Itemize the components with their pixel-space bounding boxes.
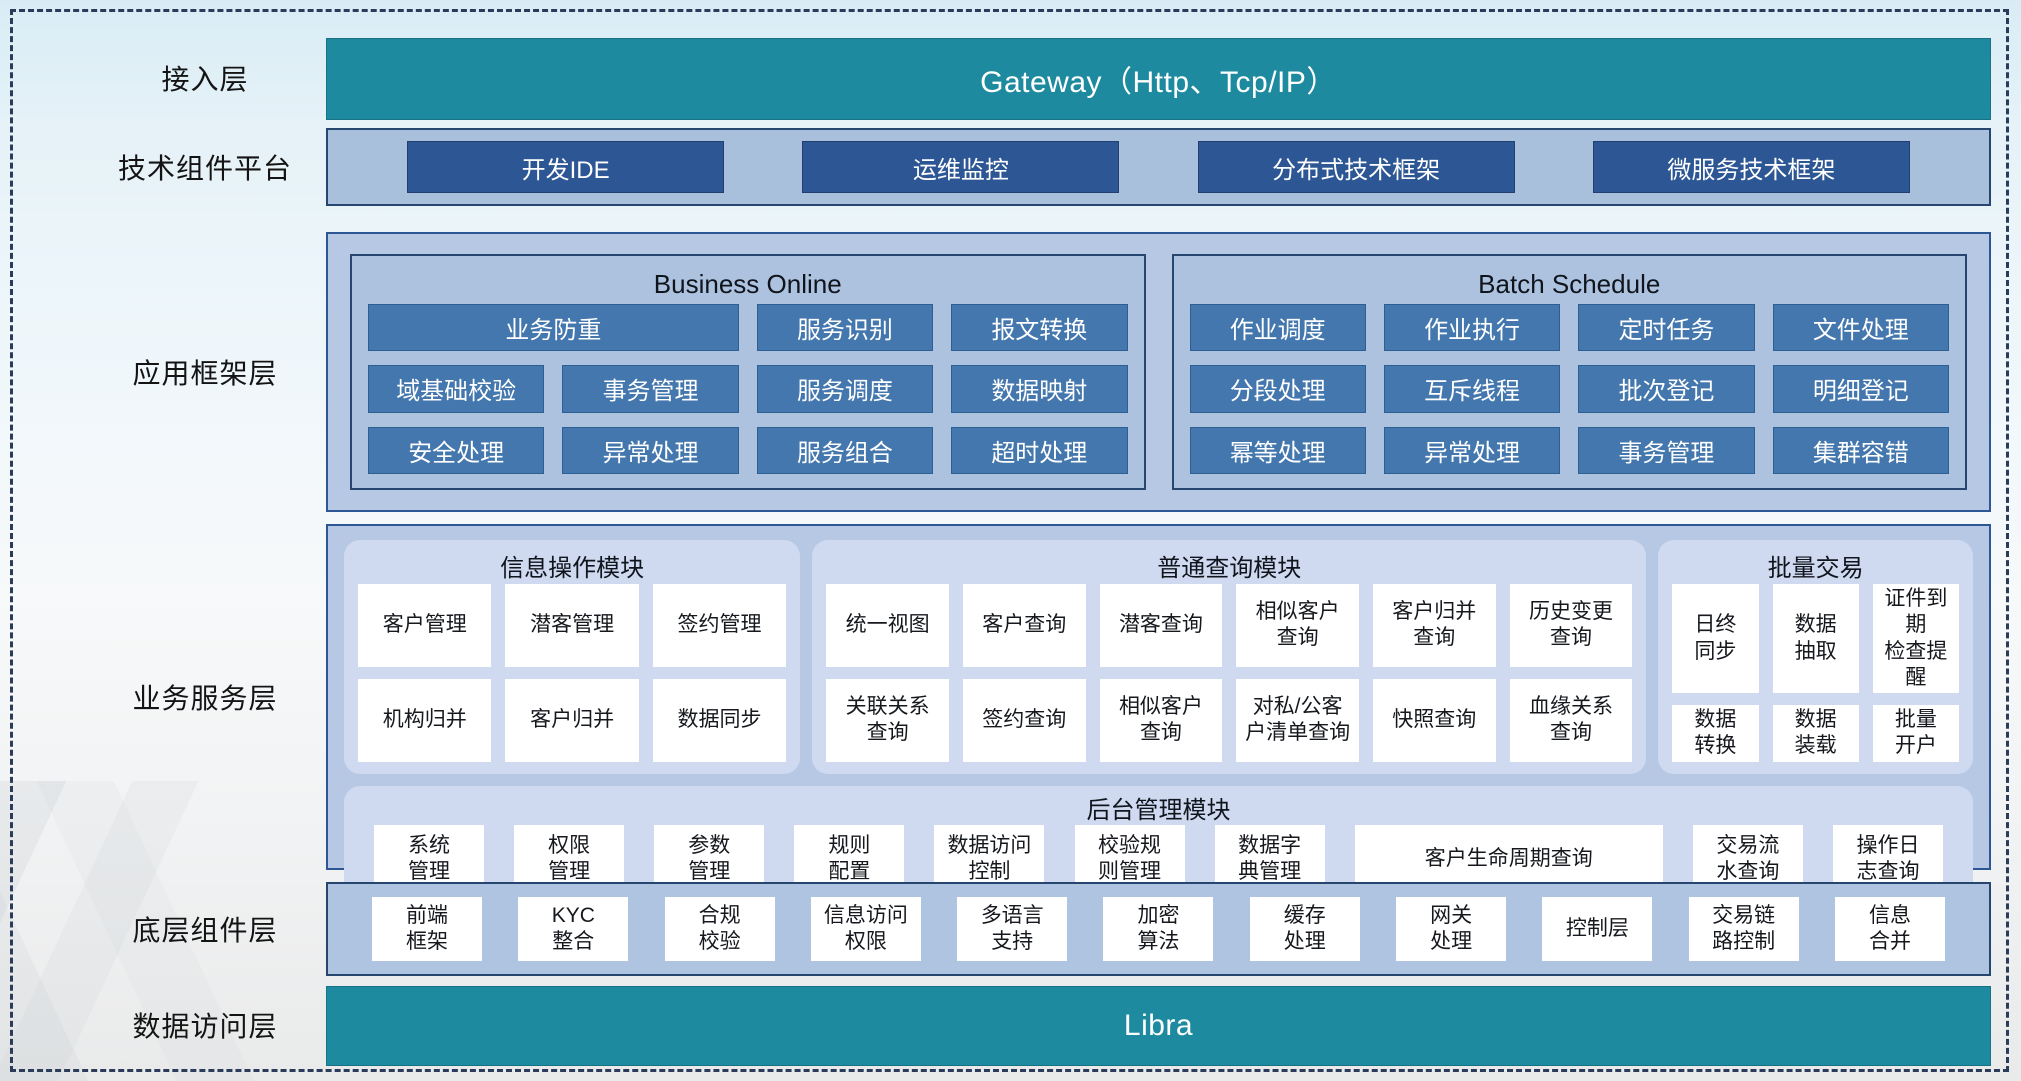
module-box: 报文转换 (951, 304, 1128, 352)
base-component-box: 控制层 (1542, 897, 1653, 961)
layer-row-app-framework: 应用框架层 Business Online 业务防重服务识别报文转换域基础校验事… (20, 232, 1991, 512)
module-box: 定时任务 (1578, 304, 1755, 352)
business-panels-row: 信息操作模块 客户管理潜客管理签约管理机构归并客户归并数据同步 普通查询模块 统… (344, 540, 1973, 774)
gateway-bar: Gateway（Http、Tcp/IP） (326, 38, 1991, 120)
base-components-label: 底层组件层 (132, 915, 278, 946)
info-operations-grid: 客户管理潜客管理签约管理机构归并客户归并数据同步 (358, 584, 787, 762)
service-box: 统一视图 (826, 584, 949, 667)
base-component-box: 多语言 支持 (957, 897, 1068, 961)
layer-row-base-components: 底层组件层 前端 框架 KYC 整合合规 校验信息访问 权限多语言 支持加密 算法… (20, 882, 1991, 976)
section-title: Batch Schedule (1478, 268, 1661, 299)
gateway-title: Gateway（Http、Tcp/IP） (980, 66, 1337, 99)
service-box: 客户归并 (505, 678, 639, 762)
business-service-bar: 信息操作模块 客户管理潜客管理签约管理机构归并客户归并数据同步 普通查询模块 统… (326, 524, 1991, 904)
panel-title: 信息操作模块 (500, 554, 645, 582)
module-box: 作业执行 (1383, 304, 1561, 352)
tech-component-box: 分布式技术框架 (1197, 141, 1515, 193)
base-component-box: 交易链 路控制 (1688, 897, 1799, 961)
layer-row-business-service: 业务服务层 信息操作模块 客户管理潜客管理签约管理机构归并客户归并数据同步 普通… (20, 524, 1991, 904)
panel-title: 普通查询模块 (1157, 554, 1302, 582)
service-box: 数据同步 (652, 678, 787, 762)
module-box: 服务调度 (756, 365, 934, 413)
section-title: Business Online (653, 268, 842, 299)
module-box: 幂等处理 (1189, 426, 1366, 474)
service-box: 数据 转换 (1672, 705, 1759, 762)
service-box: 签约管理 (652, 584, 787, 667)
business-service-label: 业务服务层 (132, 683, 278, 714)
service-box: 日终 同步 (1672, 584, 1759, 693)
tech-platform-bar: 开发IDE 运维监控 分布式技术框架 微服务技术框架 (326, 128, 1991, 206)
panel-info-operations: 信息操作模块 客户管理潜客管理签约管理机构归并客户归并数据同步 (344, 540, 801, 774)
module-box: 服务识别 (756, 304, 934, 352)
libra-title: Libra (1123, 1009, 1194, 1042)
layer-row-access: 接入层 Gateway（Http、Tcp/IP） (20, 38, 1991, 120)
libra-bar: Libra (326, 986, 1991, 1066)
base-components-bar: 前端 框架 KYC 整合合规 校验信息访问 权限多语言 支持加密 算法缓存 处理网… (326, 882, 1991, 976)
service-box: 关联关系 查询 (826, 678, 949, 762)
panel-batch-trade: 批量交易 日终 同步数据 抽取证件到期 检查提醒数据 转换数据 装载批量 开户 (1658, 540, 1973, 774)
business-online-grid: 业务防重服务识别报文转换域基础校验事务管理服务调度数据映射安全处理异常处理服务组… (368, 304, 1128, 474)
module-box: 集群容错 (1772, 426, 1949, 474)
service-box: 证件到期 检查提醒 (1872, 584, 1959, 693)
tech-component-box: 微服务技术框架 (1592, 141, 1910, 193)
service-box: 数据 抽取 (1772, 584, 1859, 693)
section-batch-schedule: Batch Schedule 作业调度作业执行定时任务文件处理分段处理互斥线程批… (1171, 254, 1967, 490)
module-box: 互斥线程 (1383, 365, 1561, 413)
module-box: 分段处理 (1189, 365, 1366, 413)
module-box: 批次登记 (1578, 365, 1755, 413)
module-box: 服务组合 (756, 426, 934, 474)
module-box: 事务管理 (562, 365, 739, 413)
common-query-grid: 统一视图客户查询潜客查询相似客户 查询客户归并 查询历史变更 查询关联关系 查询… (826, 584, 1633, 762)
service-box: 相似客户 查询 (1099, 678, 1223, 762)
panel-title: 批量交易 (1767, 554, 1864, 582)
service-box: 数据 装载 (1772, 705, 1859, 762)
panel-common-query: 普通查询模块 统一视图客户查询潜客查询相似客户 查询客户归并 查询历史变更 查询… (812, 540, 1647, 774)
base-component-box: 合规 校验 (664, 897, 775, 961)
service-box: 机构归并 (358, 678, 492, 762)
tech-component-box: 开发IDE (407, 141, 725, 193)
base-component-box: 网关 处理 (1396, 897, 1507, 961)
module-box: 数据映射 (951, 365, 1128, 413)
service-box: 批量 开户 (1872, 705, 1959, 762)
base-component-box: 加密 算法 (1103, 897, 1214, 961)
app-framework-bar: Business Online 业务防重服务识别报文转换域基础校验事务管理服务调… (326, 232, 1991, 512)
module-box: 事务管理 (1578, 426, 1755, 474)
service-box: 血缘关系 查询 (1509, 678, 1633, 762)
module-box: 域基础校验 (368, 365, 545, 413)
service-box: 客户查询 (962, 584, 1086, 667)
module-box: 超时处理 (951, 426, 1128, 474)
data-access-label: 数据访问层 (132, 1011, 278, 1042)
access-layer-label: 接入层 (161, 64, 249, 95)
tech-component-box: 运维监控 (802, 141, 1120, 193)
base-component-box: 信息访问 权限 (810, 897, 921, 961)
service-box: 潜客查询 (1099, 584, 1223, 667)
service-box: 客户归并 查询 (1372, 584, 1496, 667)
base-component-box: 信息 合并 (1834, 897, 1945, 961)
service-box: 潜客管理 (505, 584, 639, 667)
service-box: 历史变更 查询 (1509, 584, 1633, 667)
module-box: 业务防重 (368, 304, 739, 352)
service-box: 客户管理 (358, 584, 492, 667)
layer-row-data-access: 数据访问层 Libra (20, 986, 1991, 1066)
module-box: 异常处理 (562, 426, 739, 474)
service-box: 相似客户 查询 (1236, 584, 1359, 667)
tech-platform-label: 技术组件平台 (117, 153, 292, 184)
module-box: 明细登记 (1772, 365, 1949, 413)
module-box: 异常处理 (1383, 426, 1561, 474)
layer-row-tech-platform: 技术组件平台 开发IDE 运维监控 分布式技术框架 微服务技术框架 (20, 128, 1991, 206)
section-business-online: Business Online 业务防重服务识别报文转换域基础校验事务管理服务调… (350, 254, 1146, 490)
batch-schedule-grid: 作业调度作业执行定时任务文件处理分段处理互斥线程批次登记明细登记幂等处理异常处理… (1189, 304, 1949, 474)
service-box: 对私/公客 户清单查询 (1236, 678, 1359, 762)
base-component-box: 缓存 处理 (1249, 897, 1360, 961)
base-component-box: KYC 整合 (518, 897, 629, 961)
app-framework-label: 应用框架层 (132, 358, 278, 389)
panel-title: 后台管理模块 (1086, 796, 1231, 824)
batch-trade-grid: 日终 同步数据 抽取证件到期 检查提醒数据 转换数据 装载批量 开户 (1672, 584, 1959, 762)
module-box: 作业调度 (1189, 304, 1366, 352)
service-box: 快照查询 (1372, 678, 1496, 762)
module-box: 文件处理 (1772, 304, 1949, 352)
module-box: 安全处理 (368, 426, 545, 474)
service-box: 签约查询 (962, 678, 1086, 762)
base-component-box: 前端 框架 (372, 897, 482, 961)
